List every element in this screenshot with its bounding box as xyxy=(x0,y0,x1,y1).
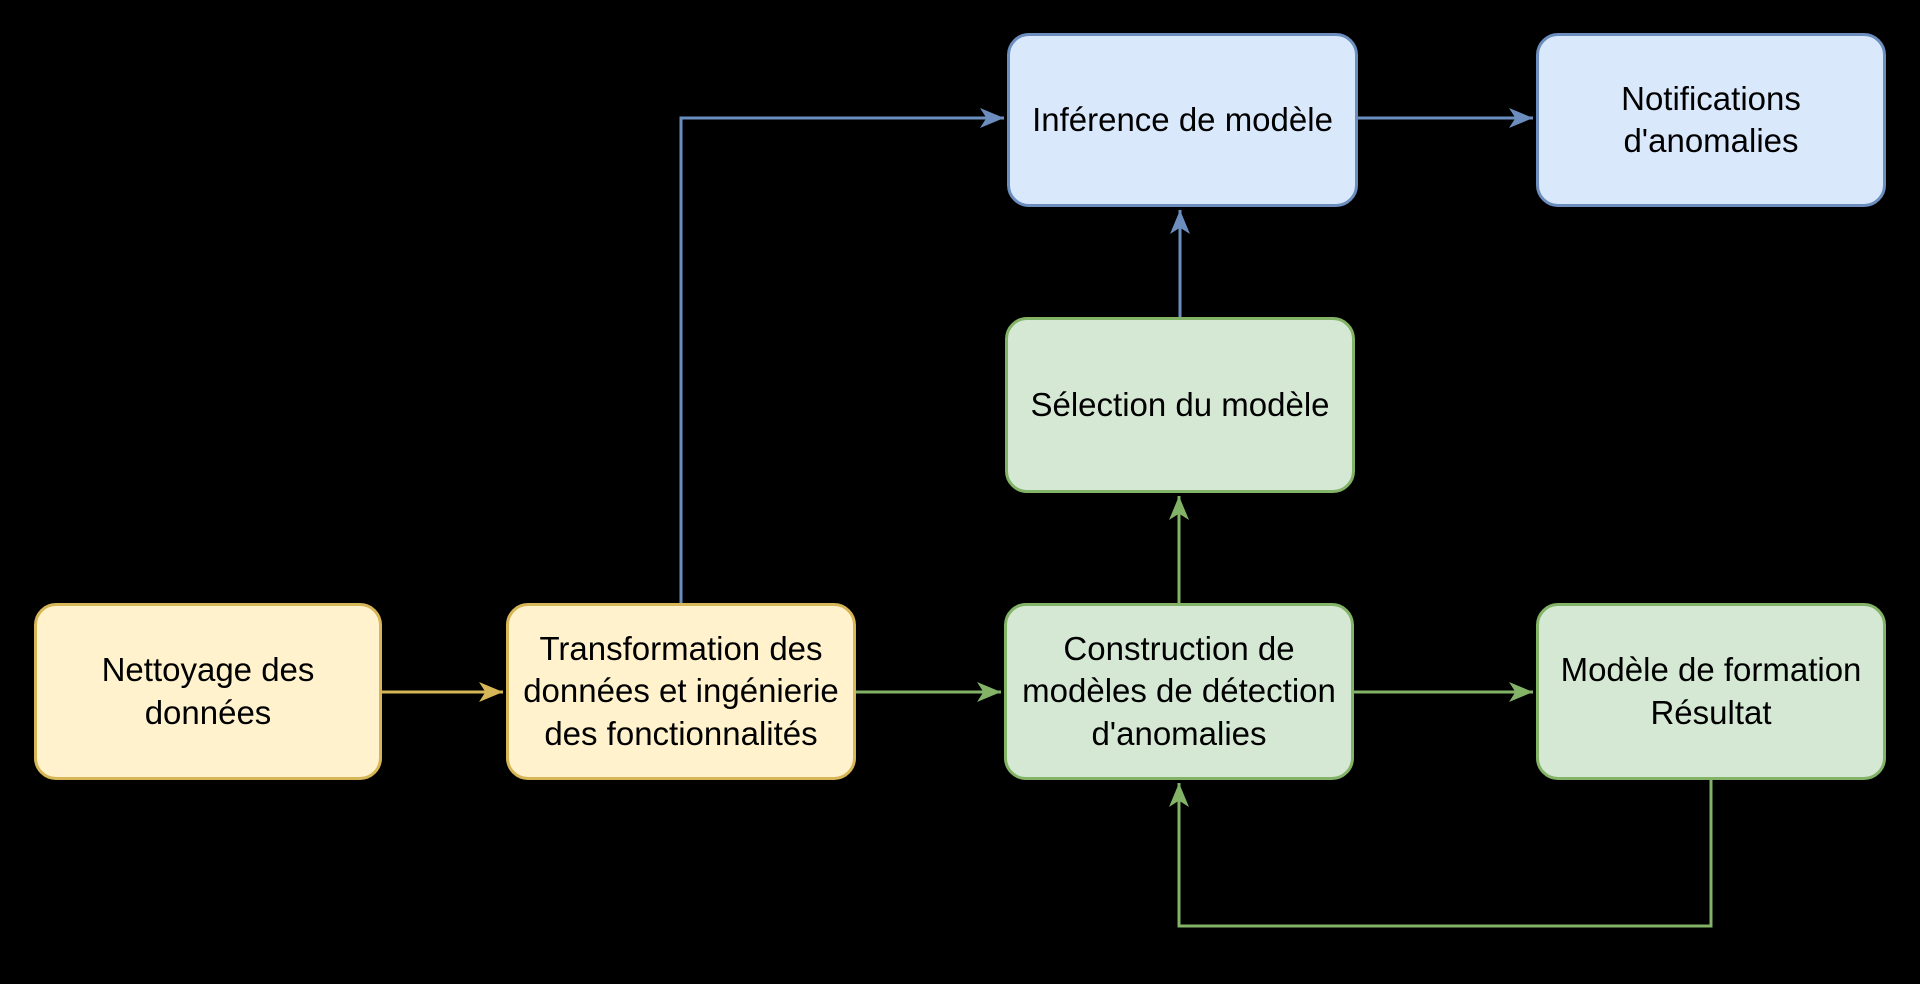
node-inference-de-modele: Inférence de modèle xyxy=(1007,33,1358,207)
arrow-transformation-to-inference xyxy=(679,108,1004,603)
node-selection-label: Sélection du modèle xyxy=(1030,385,1330,423)
node-transformation-label: Transformation des données et ingénierie… xyxy=(523,630,839,752)
node-nettoyage-des-donnees: Nettoyage des données xyxy=(34,603,382,780)
node-notifications-anomalies: Notifications d'anomalies xyxy=(1536,33,1886,207)
node-inference-label: Inférence de modèle xyxy=(1032,100,1333,138)
node-modele-formation-label: Modèle de formation Résultat xyxy=(1560,651,1862,731)
arrow-modele-formation-to-construction-feedback xyxy=(1169,780,1713,928)
node-notifications-label: Notifications d'anomalies xyxy=(1621,79,1801,159)
node-nettoyage-label: Nettoyage des données xyxy=(101,651,315,731)
node-selection-du-modele: Sélection du modèle xyxy=(1005,317,1355,493)
node-construction-de-modeles: Construction de modèles de détection d'a… xyxy=(1004,603,1354,780)
node-modele-de-formation: Modèle de formation Résultat xyxy=(1536,603,1886,780)
node-construction-label: Construction de modèles de détection d'a… xyxy=(1022,630,1336,752)
node-transformation-des-donnees: Transformation des données et ingénierie… xyxy=(506,603,856,780)
